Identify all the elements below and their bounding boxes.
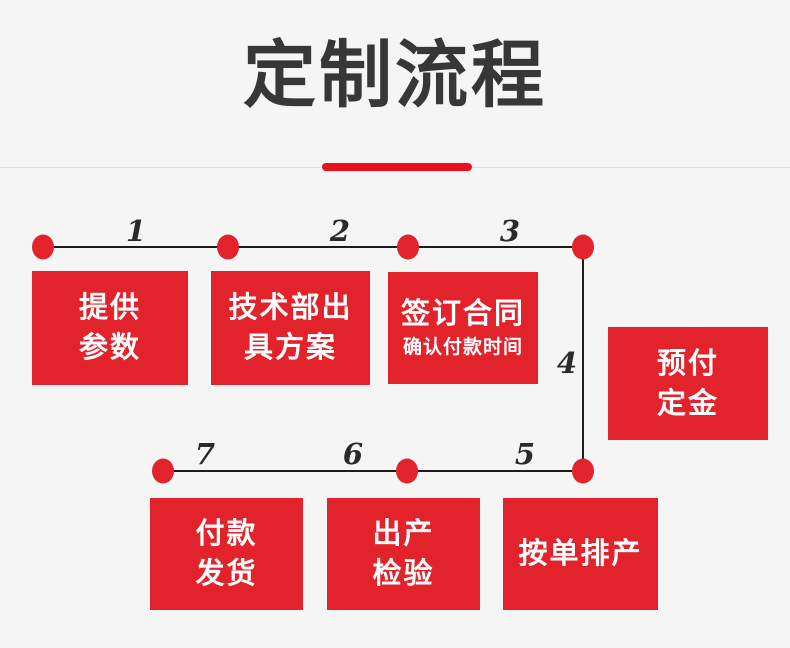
flow-box-label: 预付 bbox=[656, 347, 719, 380]
title-underline bbox=[322, 163, 472, 171]
flow-node-dot-4 bbox=[572, 234, 594, 260]
page-title: 定制流程 bbox=[243, 35, 547, 116]
flow-box-label: 出产 bbox=[372, 518, 435, 550]
flow-node-dot-7 bbox=[152, 458, 174, 484]
flow-node-dot-1 bbox=[32, 234, 54, 260]
flow-box-label: 具方案 bbox=[243, 332, 337, 364]
flow-box-payment-shipping: 付款 发货 bbox=[150, 498, 303, 610]
flow-box-sign-contract: 签订合同 确认付款时间 bbox=[388, 272, 538, 384]
step-number-1: 1 bbox=[125, 214, 147, 248]
step-number-7: 7 bbox=[194, 437, 216, 471]
step-number-5: 5 bbox=[514, 437, 536, 471]
flow-box-label: 发货 bbox=[195, 558, 258, 590]
connector-line-bottom bbox=[163, 470, 584, 472]
flow-box-label: 付款 bbox=[195, 518, 258, 550]
flow-box-schedule-production: 按单排产 bbox=[503, 498, 658, 610]
flow-box-label: 技术部出 bbox=[228, 292, 353, 324]
connector-line-vertical bbox=[582, 247, 584, 472]
flow-node-dot-6 bbox=[396, 458, 418, 484]
flow-node-dot-5 bbox=[572, 458, 594, 484]
step-number-4: 4 bbox=[556, 346, 578, 380]
flow-box-label: 参数 bbox=[78, 332, 141, 364]
flow-node-dot-2 bbox=[217, 234, 239, 260]
connector-line-top bbox=[43, 246, 584, 248]
flow-node-dot-3 bbox=[397, 234, 419, 260]
flow-box-production-inspection: 出产 检验 bbox=[327, 498, 480, 610]
flow-box-label: 提供 bbox=[78, 292, 141, 324]
flow-box-provide-parameters: 提供 参数 bbox=[32, 271, 188, 385]
flow-box-sublabel: 确认付款时间 bbox=[402, 337, 523, 358]
flow-box-prepay-deposit: 预付 定金 bbox=[608, 327, 768, 440]
step-number-3: 3 bbox=[499, 214, 521, 248]
flow-box-label: 检验 bbox=[372, 558, 435, 590]
flow-box-label: 按单排产 bbox=[518, 538, 643, 570]
step-number-2: 2 bbox=[329, 214, 351, 248]
flow-box-label: 定金 bbox=[656, 387, 719, 420]
flow-box-label: 签订合同 bbox=[400, 298, 525, 330]
step-number-6: 6 bbox=[342, 437, 364, 471]
flow-box-tech-dept-plan: 技术部出 具方案 bbox=[211, 271, 370, 385]
